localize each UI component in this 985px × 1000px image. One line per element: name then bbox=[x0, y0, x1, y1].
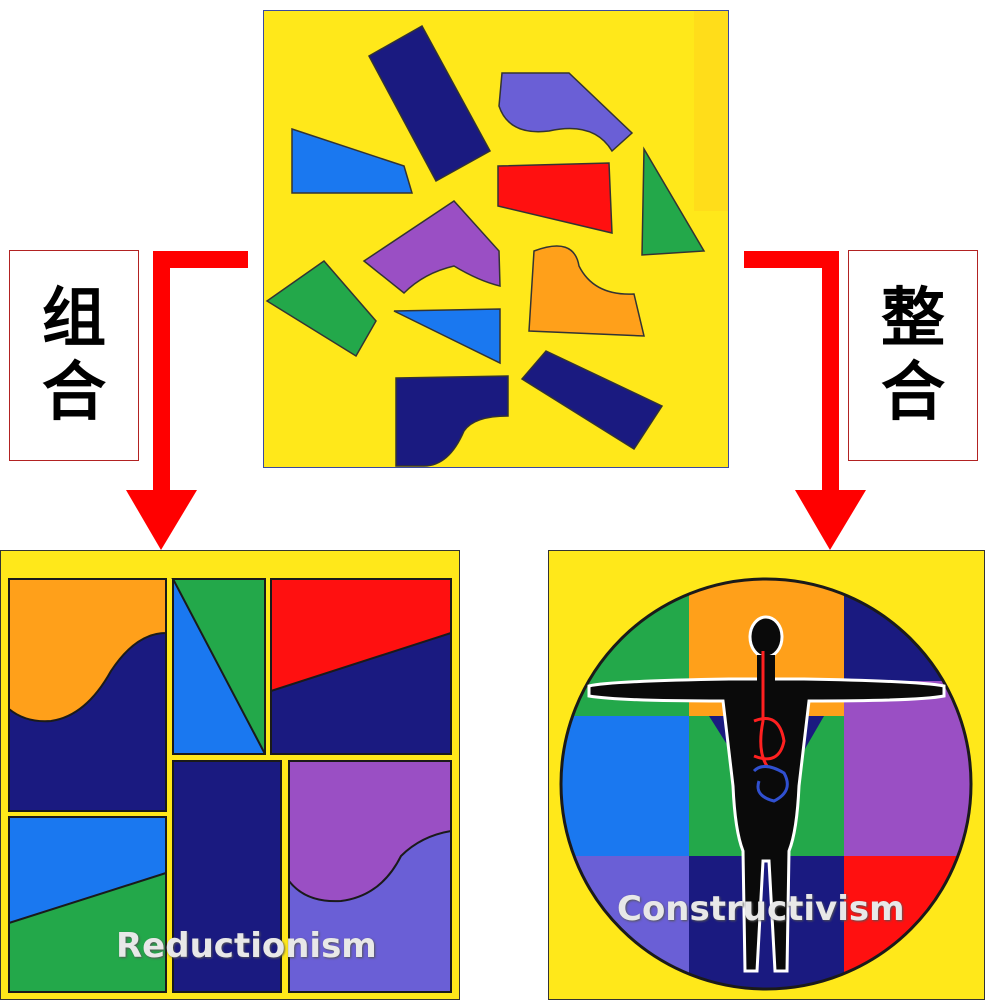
combine-label: 组 合 bbox=[9, 250, 139, 461]
integrate-label-char-2: 合 bbox=[881, 356, 945, 430]
integrate-label-char-1: 整 bbox=[881, 282, 945, 356]
reductionism-panel: Reductionism bbox=[0, 550, 460, 1000]
reductionism-caption: Reductionism bbox=[116, 926, 377, 966]
constructivism-caption: Constructivism bbox=[617, 889, 905, 929]
integrate-label: 整 合 bbox=[848, 250, 978, 461]
combine-label-char-2: 合 bbox=[42, 356, 106, 430]
left-arrow bbox=[126, 251, 248, 550]
constructivism-panel: Constructivism bbox=[548, 550, 985, 1000]
combine-label-char-1: 组 bbox=[42, 282, 106, 356]
scattered-pieces-panel bbox=[263, 10, 729, 468]
